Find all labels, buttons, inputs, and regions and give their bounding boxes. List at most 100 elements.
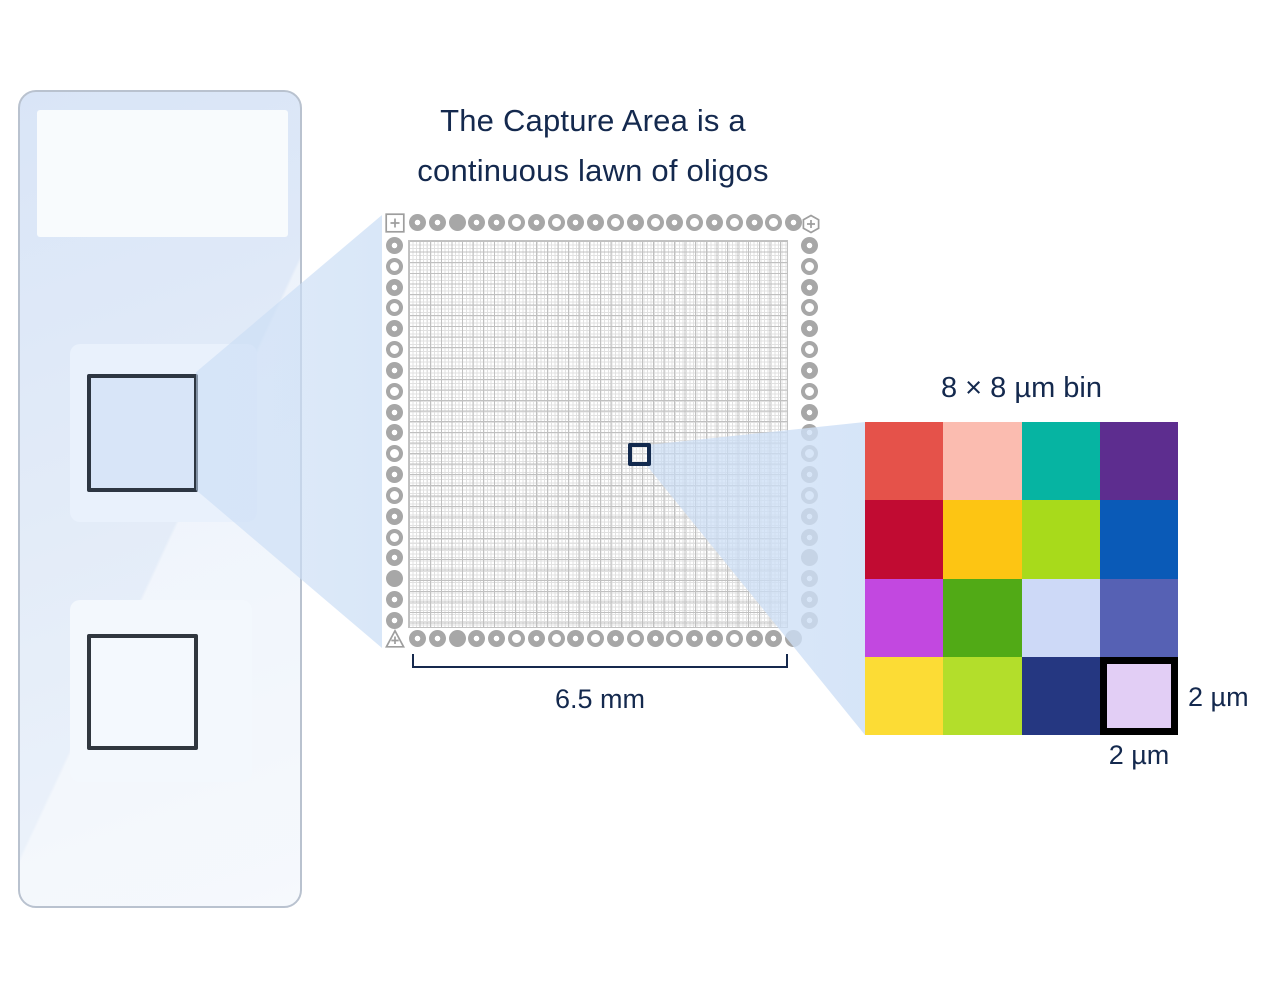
bin-cell bbox=[1021, 500, 1100, 579]
fiducial-spot-ring bbox=[386, 528, 403, 546]
fiducial-spot-donut bbox=[801, 528, 818, 546]
fiducial-spot-donut bbox=[527, 214, 545, 231]
bin-cell bbox=[1099, 500, 1178, 579]
fiducial-spot-donut bbox=[527, 630, 545, 647]
fiducial-spot-donut bbox=[567, 630, 585, 647]
fiducial-spot-donut bbox=[567, 214, 585, 231]
bin-cell bbox=[943, 656, 1022, 735]
fiducial-spot-ring bbox=[386, 445, 403, 463]
fiducial-spot-ring bbox=[386, 486, 403, 504]
bin-cell bbox=[1099, 422, 1178, 501]
fiducial-spot-donut bbox=[386, 320, 403, 338]
bin-cell bbox=[943, 422, 1022, 501]
fiducial-spot-ring bbox=[765, 214, 783, 231]
fiducial-spot-donut bbox=[428, 630, 446, 647]
page-title-line1: The Capture Area is a bbox=[440, 103, 746, 138]
fiducial-spot-donut bbox=[428, 214, 446, 231]
fiducial-spot-donut bbox=[386, 611, 403, 629]
fiducial-spot-ring bbox=[386, 257, 403, 275]
fiducial-spot-donut bbox=[765, 630, 783, 647]
bin-cell bbox=[1021, 656, 1100, 735]
fiducial-spot-donut bbox=[386, 361, 403, 379]
fiducial-spot-ring bbox=[801, 445, 818, 463]
fiducial-spot-donut bbox=[386, 591, 403, 609]
visium-slide bbox=[18, 90, 302, 908]
fiducial-spot-ring bbox=[507, 214, 525, 231]
fiducial-spot-donut bbox=[386, 466, 403, 484]
fiducial-spot-donut bbox=[801, 611, 818, 629]
bin-title: 8 × 8 µm bin bbox=[941, 372, 1102, 404]
capture-width-bracket bbox=[412, 654, 788, 668]
page-title: The Capture Area is a continuous lawn of… bbox=[348, 96, 838, 196]
page-title-line2: continuous lawn of oligos bbox=[417, 153, 769, 188]
fiducial-spot-donut bbox=[801, 237, 818, 254]
fiducial-spot-ring bbox=[666, 630, 684, 647]
capture-area-fiducial-frame bbox=[384, 212, 824, 652]
fiducial-spot-ring bbox=[386, 299, 403, 317]
fiducial-column-right bbox=[801, 237, 818, 629]
plus-hexagon-icon bbox=[802, 214, 820, 234]
fiducial-spot-donut bbox=[488, 214, 506, 231]
fiducial-spot-donut bbox=[488, 630, 506, 647]
bin-bottom-label: 2 µm bbox=[1108, 740, 1170, 770]
bin-cell bbox=[1099, 578, 1178, 657]
fiducial-spot-ring bbox=[801, 341, 818, 359]
bin-cell bbox=[865, 500, 944, 579]
bin-cell bbox=[1021, 578, 1100, 657]
fiducial-spot-ring bbox=[507, 630, 525, 647]
fiducial-spot-donut bbox=[666, 214, 684, 231]
fiducial-spot-donut bbox=[386, 549, 403, 567]
fiducial-spot-donut bbox=[801, 320, 818, 338]
bin-cell bbox=[1021, 422, 1100, 501]
fiducial-spot-ring bbox=[386, 382, 403, 400]
fiducial-spot-donut bbox=[468, 630, 486, 647]
fiducial-spot-ring bbox=[547, 214, 565, 231]
fiducial-row-bottom bbox=[409, 630, 803, 647]
fiducial-spot-donut bbox=[801, 403, 818, 421]
fiducial-spot-donut bbox=[386, 507, 403, 525]
fiducial-spot-ring bbox=[386, 341, 403, 359]
fiducial-spot-donut bbox=[606, 630, 624, 647]
fiducial-spot-donut bbox=[801, 278, 818, 296]
bin-grid bbox=[865, 422, 1178, 735]
fiducial-spot-donut bbox=[801, 361, 818, 379]
fiducial-spot-ring bbox=[646, 214, 664, 231]
fiducial-spot-donut bbox=[646, 630, 664, 647]
fiducial-column-left bbox=[386, 237, 403, 629]
fiducial-spot-solid bbox=[448, 630, 466, 647]
fiducial-spot-donut bbox=[745, 630, 763, 647]
fiducial-spot-donut bbox=[409, 214, 426, 231]
fiducial-spot-ring bbox=[606, 214, 624, 231]
fiducial-spot-ring bbox=[626, 630, 644, 647]
fiducial-spot-ring bbox=[547, 630, 565, 647]
fiducial-spot-donut bbox=[801, 466, 818, 484]
fiducial-spot-donut bbox=[801, 570, 818, 588]
capture-width-label: 6.5 mm bbox=[554, 684, 646, 714]
fiducial-spot-donut bbox=[801, 424, 818, 442]
fiducial-spot-ring bbox=[587, 630, 605, 647]
fiducial-spot-ring bbox=[801, 382, 818, 400]
fiducial-spot-donut bbox=[386, 403, 403, 421]
fiducial-spot-donut bbox=[409, 630, 426, 647]
bin-cell bbox=[943, 500, 1022, 579]
fiducial-spot-ring bbox=[686, 214, 704, 231]
fiducial-row-top bbox=[409, 214, 803, 231]
bin-cell bbox=[943, 578, 1022, 657]
fiducial-spot-ring bbox=[801, 299, 818, 317]
bin-cell bbox=[865, 422, 944, 501]
fiducial-spot-donut bbox=[705, 630, 723, 647]
plus-triangle-icon bbox=[385, 629, 405, 648]
bin-cell-highlighted bbox=[1099, 656, 1178, 735]
fiducial-spot-ring bbox=[725, 214, 743, 231]
fiducial-spot-ring bbox=[801, 257, 818, 275]
fiducial-spot-donut bbox=[468, 214, 486, 231]
capture-area-square-2 bbox=[87, 634, 198, 750]
fiducial-spot-donut bbox=[686, 630, 704, 647]
bin-cell bbox=[865, 656, 944, 735]
fiducial-spot-solid bbox=[448, 214, 466, 231]
slide-label-area bbox=[37, 110, 288, 237]
fiducial-spot-donut bbox=[386, 278, 403, 296]
plus-square-icon bbox=[385, 213, 405, 233]
bin-cell bbox=[865, 578, 944, 657]
fiducial-spot-solid bbox=[785, 630, 803, 647]
